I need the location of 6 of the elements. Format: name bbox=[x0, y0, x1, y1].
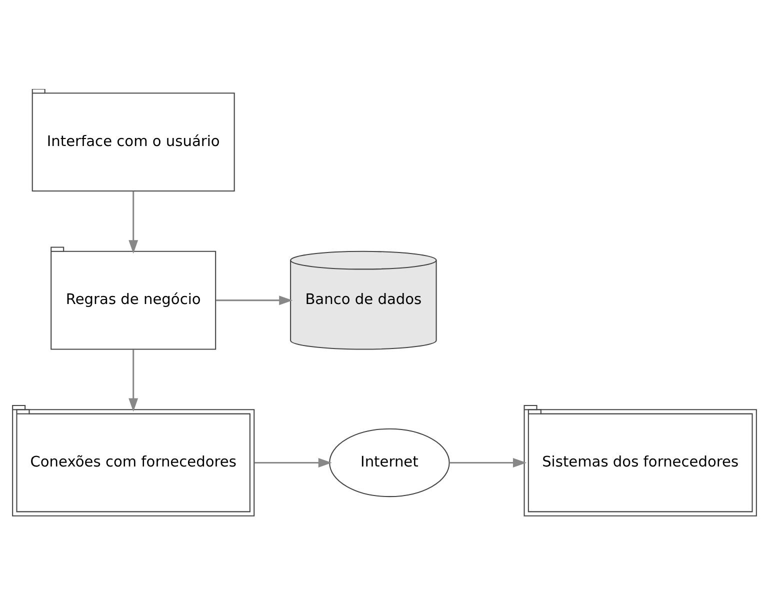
arrow bbox=[254, 458, 332, 467]
arrow bbox=[128, 348, 138, 412]
arrow bbox=[450, 458, 527, 467]
arrow bbox=[128, 190, 138, 254]
arrow bbox=[216, 295, 293, 305]
node-ellipse: Internet bbox=[329, 428, 450, 497]
